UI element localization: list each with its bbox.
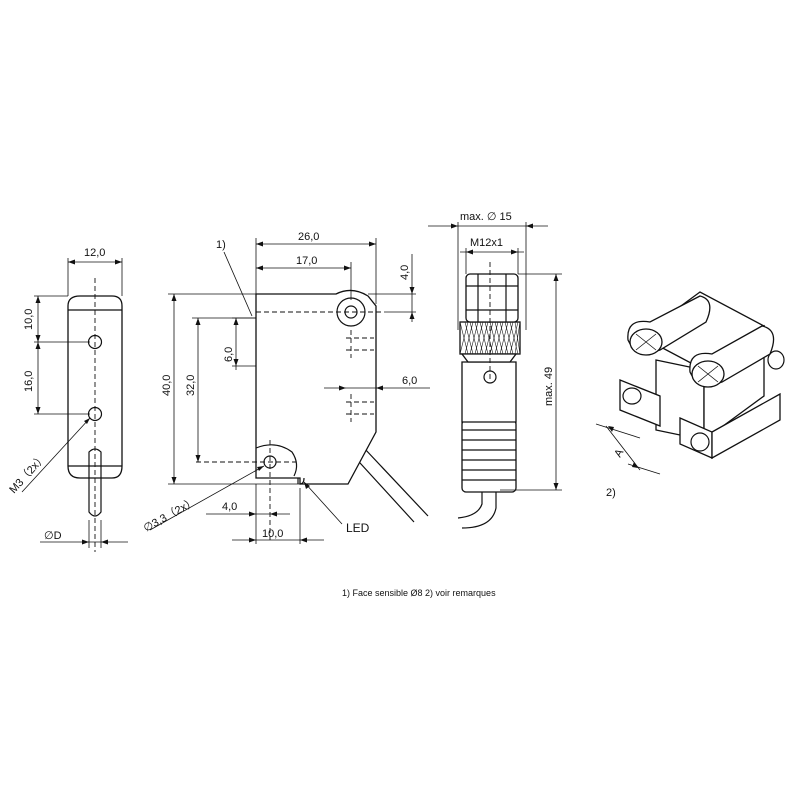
side-width-label: 12,0 [84,247,105,259]
isometric-view: A 2) [595,291,785,499]
side-view: 12,0 10,0 16,0 M3（2x） ∅D [7,247,128,552]
side-pitch-label: 16,0 [23,371,35,392]
front-top-label: 4,0 [399,265,411,280]
connector-cable [457,490,497,529]
connector-length-label: max. 49 [543,367,555,406]
front-led-pos-label: 6,0 [402,375,417,387]
side-top-label: 10,0 [23,309,35,330]
side-cable [88,448,102,517]
front-cable [349,447,429,523]
led-callout: LED [346,521,370,535]
note2-callout: 2) [606,487,616,499]
footnote: 1) Face sensible Ø8 2) voir remarques [342,588,496,598]
connector-thread [465,273,519,323]
connector-view: max. ∅ 15 M12x1 max. 49 [428,211,562,529]
note1-callout: 1) [216,239,226,251]
connector-thread-label: M12x1 [470,237,503,249]
side-diameter-label: ∅D [44,530,62,542]
side-thread-label: M3（2x） [7,451,49,496]
connector-dia-label: max. ∅ 15 [460,211,512,223]
iso-hole-bottom [690,432,710,452]
front-hole-label: ∅3,3（2x） [141,495,198,535]
front-width-label: 26,0 [298,231,319,243]
front-bottom-width-label: 10,0 [262,528,283,540]
front-bottom-offset-label: 4,0 [222,501,237,513]
iso-hole-right [767,350,785,370]
front-pitch-label: 32,0 [185,375,197,396]
front-hole-x-label: 17,0 [296,255,317,267]
front-view: 26,0 17,0 4,0 40,0 32,0 6,0 [141,231,430,544]
front-lens-label: 6,0 [223,347,235,362]
front-height-label: 40,0 [161,375,173,396]
front-body-outline [255,289,377,485]
iso-dim-label: A [612,447,626,460]
